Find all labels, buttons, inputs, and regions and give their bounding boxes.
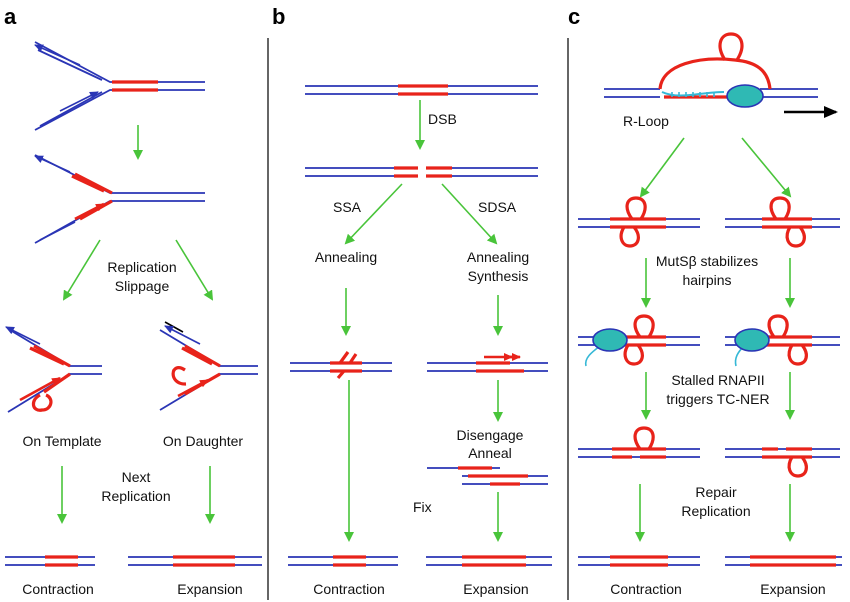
arrow (62, 239, 101, 301)
panel-a-label: a (4, 4, 17, 29)
annealing-label: Annealing (315, 249, 377, 265)
next-replication-label-line2: Replication (101, 488, 170, 504)
arrow (175, 239, 214, 301)
contraction-duplex-b (288, 555, 398, 567)
replication-fork-1 (34, 41, 205, 131)
r-loop-label: R-Loop (623, 113, 669, 129)
sdsa-label: SDSA (478, 199, 517, 215)
dsb-label: DSB (428, 111, 457, 127)
broken-duplex (305, 166, 538, 178)
contraction-label-b: Contraction (313, 581, 385, 597)
annealing-synthesis-label-line2: Synthesis (468, 268, 529, 284)
arrow (639, 137, 685, 198)
arrow (441, 183, 498, 245)
stalled-rnapii-label-line1: Stalled RNAPII (671, 372, 764, 388)
mutsb-label-line2: hairpins (682, 272, 731, 288)
r-loop (604, 32, 818, 108)
disengage-label-line2: Anneal (468, 445, 512, 461)
arrow (741, 137, 792, 198)
fix-label: Fix (413, 499, 432, 515)
stalled-rnapii-right (725, 314, 840, 367)
ssa-label: SSA (333, 199, 362, 215)
stalled-rnapii-left (578, 314, 700, 367)
on-template-label: On Template (22, 433, 101, 449)
hairpin-duplex-right-1 (725, 196, 840, 248)
slippage-label-line2: Slippage (115, 278, 170, 294)
mutsb-label-line1: MutSβ stabilizes (656, 253, 758, 269)
repair-label-line1: Repair (695, 484, 737, 500)
contraction-duplex-a (5, 555, 95, 567)
expansion-label-c: Expansion (760, 581, 825, 597)
contraction-duplex-c (578, 555, 700, 567)
panel-c: c R-Loop (568, 4, 842, 597)
on-daughter-label: On Daughter (163, 433, 243, 449)
hairpin-duplex-left-1 (578, 196, 700, 248)
panel-b: b DSB SSA SDSA Annealing Annealing Synth… (272, 4, 552, 597)
slippage-label-line1: Replication (107, 259, 176, 275)
nicked-duplex-right (725, 447, 840, 478)
disengage-label-line1: Disengage (457, 427, 524, 443)
sdsa-intermediate (427, 353, 548, 373)
ssa-intermediate (290, 351, 392, 380)
stalled-rnapii-label-line2: triggers TC-NER (666, 391, 769, 407)
arrow (344, 183, 403, 245)
rna-polymerase (726, 84, 764, 108)
contraction-label-c: Contraction (610, 581, 682, 597)
expansion-duplex-a (128, 555, 262, 567)
panel-b-label: b (272, 4, 285, 29)
expansion-label-a: Expansion (177, 581, 242, 597)
expansion-label-b: Expansion (463, 581, 528, 597)
nicked-duplex-left (578, 426, 700, 459)
next-replication-label-line1: Next (122, 469, 151, 485)
disengaged-strands (427, 466, 548, 486)
panel-c-label: c (568, 4, 580, 29)
repair-label-line2: Replication (681, 503, 750, 519)
intact-duplex (305, 84, 538, 96)
contraction-label-a: Contraction (22, 581, 94, 597)
fork-on-daughter (159, 321, 258, 411)
expansion-duplex-c (725, 555, 842, 567)
fork-on-template (5, 326, 102, 413)
annealing-synthesis-label-line1: Annealing (467, 249, 529, 265)
panel-a: a Replication Slippage (4, 4, 262, 597)
expansion-duplex-b (426, 555, 552, 567)
replication-fork-2 (34, 154, 205, 244)
